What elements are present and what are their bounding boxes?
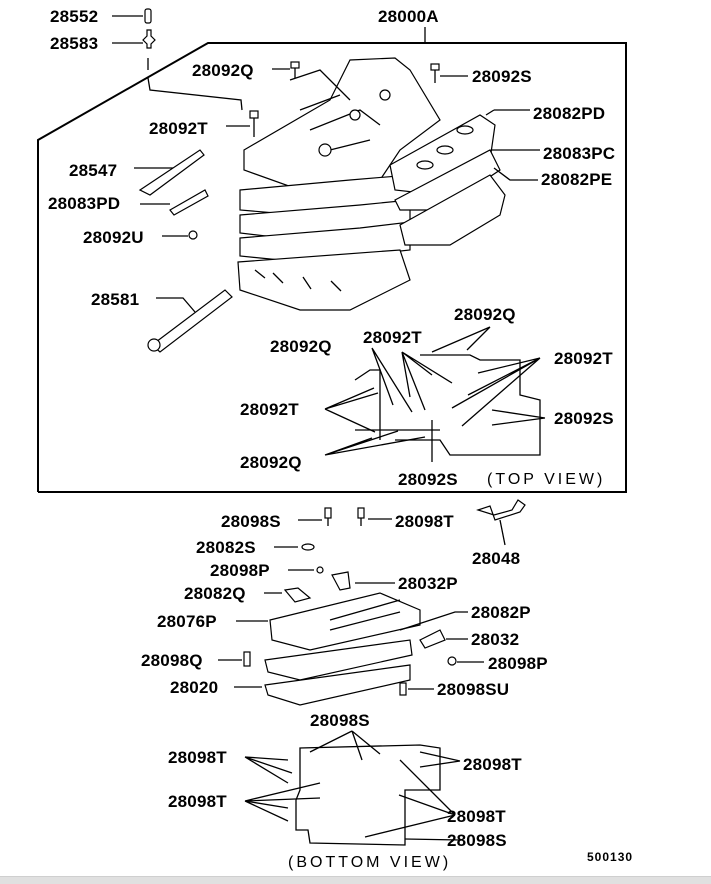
label-28098Q: 28098Q [141,651,203,670]
label-28092Q-topview-top: 28092Q [454,305,516,324]
label-28092S-topview-right: 28092S [554,409,614,428]
bolt-28098T [357,507,392,526]
caption-top-view: (TOP VIEW) [487,471,606,488]
figure-code: 500130 [587,850,634,864]
label-28098T-bottomview-left-upper: 28098T [168,748,227,767]
top-view-outline [354,354,541,456]
bolt-28092U [162,230,198,240]
label-28092Q-topview-left: 28092Q [270,337,332,356]
assembly-frame [37,27,627,493]
label-28581: 28581 [91,290,140,309]
label-28098P-lower: 28098P [488,654,548,673]
part-28581-shaft [147,289,233,353]
part-28082S-washer [274,543,315,551]
label-28092T-topview-center: 28092T [363,328,422,347]
label-28092U: 28092U [83,228,144,247]
part-28020-oil-pan-gasket [234,639,413,706]
bolt-28098Q [218,651,251,667]
bolt-28092T-upper [226,110,259,137]
part-28032P-clip [331,571,395,591]
label-28583: 28583 [50,34,99,53]
part-28098P-plug [447,656,484,666]
part-28583-fitting [112,29,243,111]
label-28020: 28020 [170,678,219,697]
caption-bottom-view: (BOTTOM VIEW) [288,854,452,871]
bolt-28092Q-upper [272,61,300,78]
label-28092Q-upper: 28092Q [192,61,254,80]
part-28076P-filter [236,592,421,651]
label-28092Q-topview-bottom: 28092Q [240,453,302,472]
label-28092T-upper: 28092T [149,119,208,138]
part-28547-bracket [134,149,205,196]
label-28098S: 28098S [221,512,281,531]
label-28098T-bottomview-right-lower: 28098T [447,807,506,826]
label-28092S-upper: 28092S [472,67,532,86]
label-28098P-upper: 28098P [210,561,270,580]
top-view-leaders [324,326,546,462]
part-28082PE-gasket [399,167,538,246]
label-28076P: 28076P [157,612,217,631]
part-28098P-spring [288,566,324,574]
label-28092T-topview-left: 28092T [240,400,299,419]
label-28092T-topview-right: 28092T [554,349,613,368]
part-28082P-gasket [399,611,468,631]
label-28098T-bottomview-left-lower: 28098T [168,792,227,811]
label-28082PD: 28082PD [533,104,606,123]
label-28098T: 28098T [395,512,454,531]
bolt-28098SU [399,682,434,696]
bolt-28092S-upper [430,63,468,83]
bottom-view-leaders [244,730,461,841]
label-28098SU: 28098SU [437,680,510,699]
label-28083PD: 28083PD [48,194,121,213]
label-28552: 28552 [50,7,99,26]
label-28098S-bottomview-top: 28098S [310,711,370,730]
label-28082S: 28082S [196,538,256,557]
label-28098T-bottomview-right-upper: 28098T [463,755,522,774]
label-28082P: 28082P [471,603,531,622]
label-28092S-topview-bottom: 28092S [398,470,458,489]
label-28048: 28048 [472,549,521,568]
part-28048-pipe [476,499,526,546]
label-28032P: 28032P [398,574,458,593]
assembly-label-28000A: 28000A [378,7,439,26]
label-28098S-bottomview-bottom: 28098S [447,831,507,850]
bottom-view-outline [295,744,441,846]
footer-band [0,876,711,884]
bolt-28098S [298,507,332,526]
valve-body-upper [243,57,441,191]
part-28083PD-plate [140,189,209,216]
part-28082Q-seal [264,587,312,603]
part-28552-plug [112,8,152,24]
label-28032: 28032 [471,630,520,649]
separator-plate-stack [237,174,411,311]
label-28082Q: 28082Q [184,584,246,603]
label-28082PE: 28082PE [541,170,613,189]
label-28547: 28547 [69,161,118,180]
label-28083PC: 28083PC [543,144,616,163]
part-28032-bracket [419,629,468,649]
